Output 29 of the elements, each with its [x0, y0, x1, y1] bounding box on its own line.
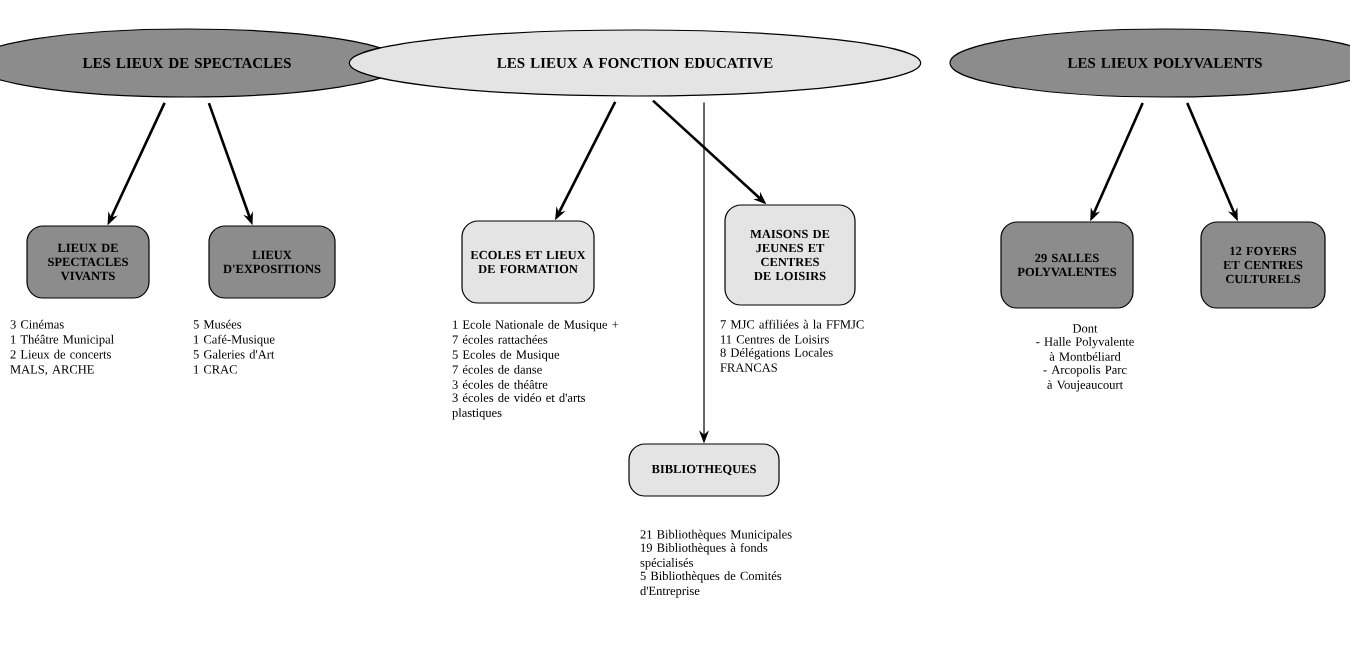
- list-item: 1 CRAC: [194, 365, 237, 374]
- rounded-box: MAISONS DE JEUNES ET CENTRES DE LOISIRS: [724, 204, 856, 306]
- list-item: - Arcopolis Parc à Voujeaucourt: [1043, 365, 1127, 392]
- list-item: 7 MJC affiliées à la FFMJC: [720, 319, 864, 329]
- list-item: 8 Délégations Locales FRANCAS: [720, 348, 833, 372]
- list-item: MALS, ARCHE: [10, 365, 94, 376]
- list-item: 3 écoles de vidéo et d'arts plastiques: [452, 393, 585, 420]
- rounded-box: ECOLES ET LIEUX DE FORMATION: [461, 220, 595, 304]
- list-item: 1 Théâtre Municipal: [11, 334, 114, 347]
- list-item: 1 Ecole Nationale de Musique + 7 écoles rattachées: [452, 320, 619, 344]
- list-item: 5 Ecoles de Musique: [452, 350, 560, 362]
- rounded-box: LIEUX DE SPECTACLES VIVANTS: [26, 225, 150, 299]
- rounded-box: 12 FOYERS ET CENTRES CULTURELS: [1200, 221, 1326, 309]
- list-item: 5 Galeries d'Art: [193, 349, 275, 359]
- rounded-box: LIEUX D'EXPOSITIONS: [208, 225, 336, 299]
- list-item: 5 Musées: [193, 319, 242, 329]
- list-item: 5 Bibliothèques de Comités d'Entreprise: [640, 571, 782, 598]
- list-item: Dont: [1072, 324, 1098, 333]
- list-item: 19 Bibliothèques à fonds spécialisés: [640, 543, 768, 570]
- list-item: 21 Bibliothèques Municipales: [640, 529, 792, 542]
- list-item: 11 Centres de Loisirs: [721, 334, 829, 344]
- list-item: 3 écoles de théâtre: [452, 379, 548, 389]
- list-item: 3 Cinémas: [10, 319, 64, 329]
- list-item: 2 Lieux de concerts: [10, 349, 111, 359]
- rounded-box: 29 SALLES POLYVALENTES: [1000, 221, 1134, 309]
- list-item: - Halle Polyvalente à Montbéliard: [1036, 337, 1134, 361]
- rounded-box: BIBLIOTHEQUES: [628, 443, 780, 497]
- list-item: 7 écoles de danse: [452, 365, 542, 374]
- list-item: 1 Café-Musique: [194, 334, 275, 347]
